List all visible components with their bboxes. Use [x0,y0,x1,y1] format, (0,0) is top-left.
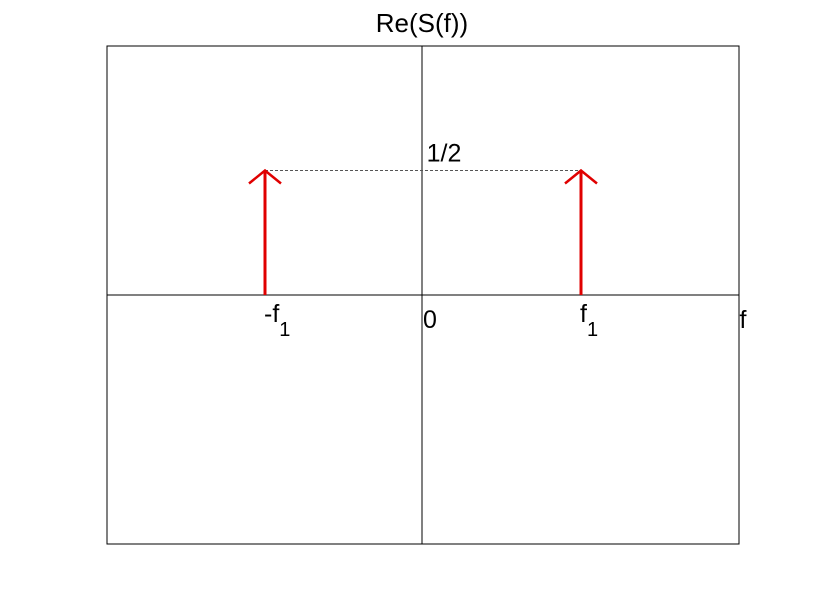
x-tick-label-3: f1 [580,300,598,341]
x-tick-subscript-1: 1 [279,319,290,341]
impulse-group [248,168,598,295]
impulse-arrowhead-2 [564,168,598,185]
x-tick-label-2: 0 [423,306,437,334]
amplitude-label: 1/2 [427,140,462,168]
x-tick-subscript-3: 1 [587,319,598,341]
tick-labels: -f1 0 f1 [264,300,598,341]
chart-title: Re(S(f)) [376,8,468,38]
x-tick-label-1: -f1 [264,300,290,341]
impulse-arrowhead-1 [248,168,282,185]
x-axis-label: f [740,306,747,334]
